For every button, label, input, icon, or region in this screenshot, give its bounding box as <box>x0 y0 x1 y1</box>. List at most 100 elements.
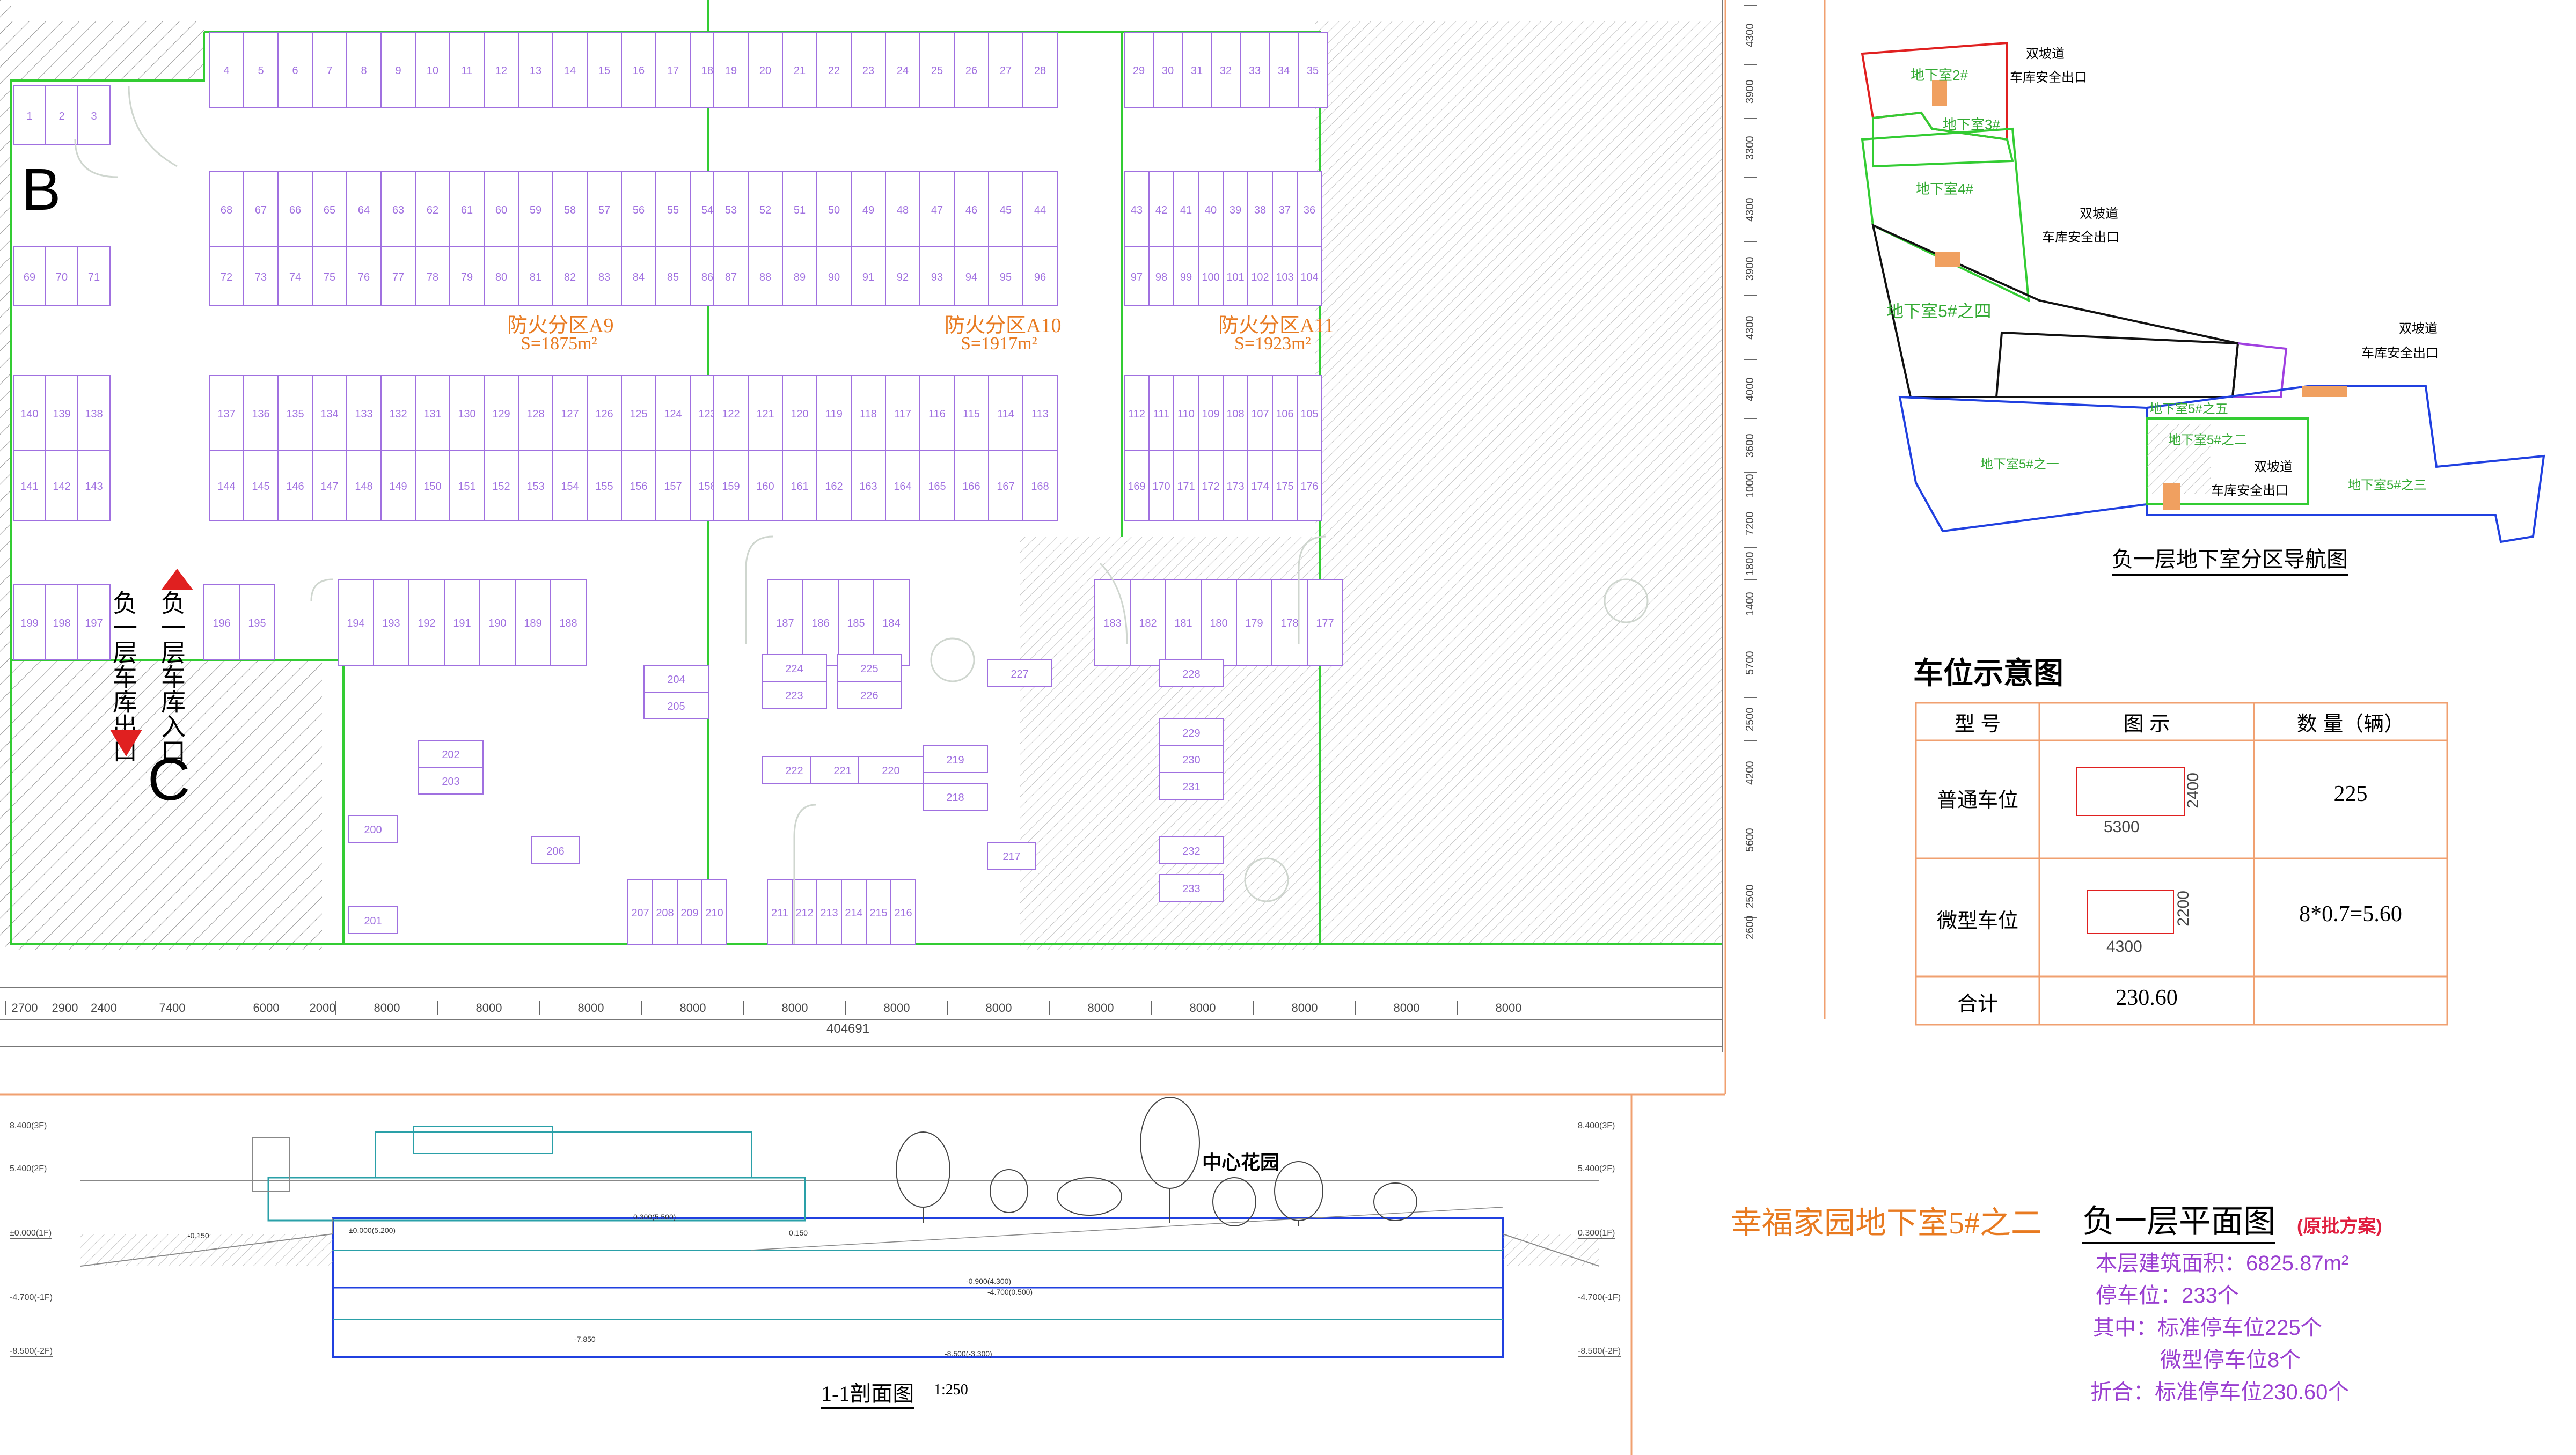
parking-space-r4-134: 134 <box>312 375 347 451</box>
parking-space-r2-50: 50 <box>816 171 852 247</box>
parking-space-r4-133: 133 <box>346 375 382 451</box>
parking-space-r2-37: 37 <box>1272 171 1298 247</box>
parking-space-number: 48 <box>897 204 909 216</box>
plan-hatched-zones <box>0 0 1723 950</box>
parking-space-number: 108 <box>1226 408 1244 420</box>
parking-space-r4-112: 112 <box>1124 375 1150 451</box>
parking-space-r1-8: 8 <box>346 32 382 108</box>
parking-space-number: 120 <box>791 408 808 420</box>
parking-space-a-3: 3 <box>77 85 111 145</box>
parking-space-number: 208 <box>656 907 674 919</box>
parking-space-r1-11: 11 <box>449 32 485 108</box>
parking-space-r4-136: 136 <box>243 375 279 451</box>
parking-space-r4-115: 115 <box>954 375 989 451</box>
parking-space-r3-96: 96 <box>1022 246 1058 306</box>
parking-space-r2-55: 55 <box>655 171 691 247</box>
parking-space-r5-147: 147 <box>312 450 347 521</box>
parking-space-r1-6: 6 <box>277 32 313 108</box>
parking-space-number: 104 <box>1300 271 1318 283</box>
parking-space-number: 64 <box>358 204 370 216</box>
parking-space-b-207: 207 <box>627 879 653 945</box>
parking-space-r5-168: 168 <box>1022 450 1058 521</box>
parking-space-r4-137: 137 <box>209 375 244 451</box>
parking-space-r1-30: 30 <box>1153 32 1183 108</box>
parking-space-r4-105: 105 <box>1297 375 1322 451</box>
parking-space-number: 2 <box>58 111 64 122</box>
parking-space-number: 107 <box>1251 408 1269 420</box>
parking-space-number: 152 <box>492 481 510 493</box>
parking-space-number: 55 <box>667 204 679 216</box>
parking-space-number: 156 <box>630 481 647 493</box>
parking-space-number: 218 <box>946 792 964 804</box>
parking-space-r4-130: 130 <box>449 375 485 451</box>
parking-space-number: 128 <box>526 408 544 420</box>
parking-space-number: 205 <box>667 701 685 712</box>
parking-space-number: 79 <box>461 271 473 283</box>
parking-space-number: 78 <box>427 271 438 283</box>
parking-space-r3l-69: 69 <box>13 246 46 306</box>
parking-space-number: 135 <box>286 408 304 420</box>
parking-space-number: 95 <box>1000 271 1012 283</box>
parking-space-number: 80 <box>495 271 507 283</box>
parking-space-number: 201 <box>364 915 382 927</box>
parking-space-r6c-188: 188 <box>550 579 587 666</box>
parking-space-number: 188 <box>559 618 577 629</box>
parking-space-r4-113: 113 <box>1022 375 1058 451</box>
parking-space-number: 18 <box>701 65 713 77</box>
parking-space-number: 183 <box>1103 618 1121 629</box>
parking-space-number: 157 <box>664 481 682 493</box>
parking-space-r1-5: 5 <box>243 32 279 108</box>
parking-space-number: 36 <box>1304 204 1315 216</box>
parking-space-number: 220 <box>882 765 899 777</box>
parking-space-r1-9: 9 <box>380 32 416 108</box>
parking-space-r6e-178: 178 <box>1271 579 1308 666</box>
parking-space-r4-129: 129 <box>484 375 519 451</box>
parking-space-m-220: 220 <box>858 756 924 784</box>
parking-space-number: 146 <box>286 481 304 493</box>
parking-space-number: 129 <box>492 408 510 420</box>
parking-space-number: 232 <box>1182 846 1200 857</box>
parking-space-number: 139 <box>53 408 70 420</box>
parking-space-number: 52 <box>759 204 771 216</box>
parking-space-m-228: 228 <box>1159 659 1224 687</box>
parking-space-r4-108: 108 <box>1223 375 1248 451</box>
parking-space-number: 186 <box>811 618 829 629</box>
plan-structure-lines <box>0 0 1723 1052</box>
parking-space-r2-40: 40 <box>1198 171 1224 247</box>
parking-space-number: 68 <box>221 204 232 216</box>
parking-space-r5-172: 172 <box>1198 450 1224 521</box>
parking-space-number: 133 <box>355 408 372 420</box>
parking-space-m-225: 225 <box>837 654 902 682</box>
parking-space-number: 154 <box>561 481 579 493</box>
parking-space-r6d-187: 187 <box>767 579 803 666</box>
parking-space-number: 118 <box>860 408 877 420</box>
parking-space-r5-164: 164 <box>885 450 920 521</box>
parking-space-r4l-140: 140 <box>13 375 46 451</box>
parking-space-r6c-189: 189 <box>515 579 551 666</box>
parking-space-number: 75 <box>324 271 335 283</box>
parking-space-number: 126 <box>595 408 613 420</box>
parking-space-number: 62 <box>427 204 438 216</box>
parking-space-m-232: 232 <box>1159 836 1224 864</box>
parking-space-number: 182 <box>1139 618 1157 629</box>
parking-space-r1-12: 12 <box>484 32 519 108</box>
parking-space-number: 100 <box>1202 271 1219 283</box>
parking-space-number: 24 <box>897 65 909 77</box>
parking-space-number: 197 <box>85 618 103 629</box>
parking-space-r3-100: 100 <box>1198 246 1224 306</box>
parking-space-r5-165: 165 <box>919 450 955 521</box>
parking-space-r1-27: 27 <box>988 32 1023 108</box>
parking-space-r2-52: 52 <box>748 171 783 247</box>
parking-space-number: 140 <box>20 408 38 420</box>
parking-space-number: 136 <box>252 408 269 420</box>
parking-space-number: 227 <box>1011 668 1028 680</box>
parking-space-r6e-181: 181 <box>1165 579 1202 666</box>
parking-space-number: 20 <box>759 65 771 77</box>
parking-space-number: 166 <box>962 481 980 493</box>
parking-space-number: 22 <box>828 65 840 77</box>
parking-space-number: 176 <box>1300 481 1318 493</box>
parking-space-r1-28: 28 <box>1022 32 1058 108</box>
parking-space-number: 195 <box>248 618 266 629</box>
parking-space-r4-127: 127 <box>552 375 588 451</box>
parking-space-r6e-179: 179 <box>1236 579 1272 666</box>
